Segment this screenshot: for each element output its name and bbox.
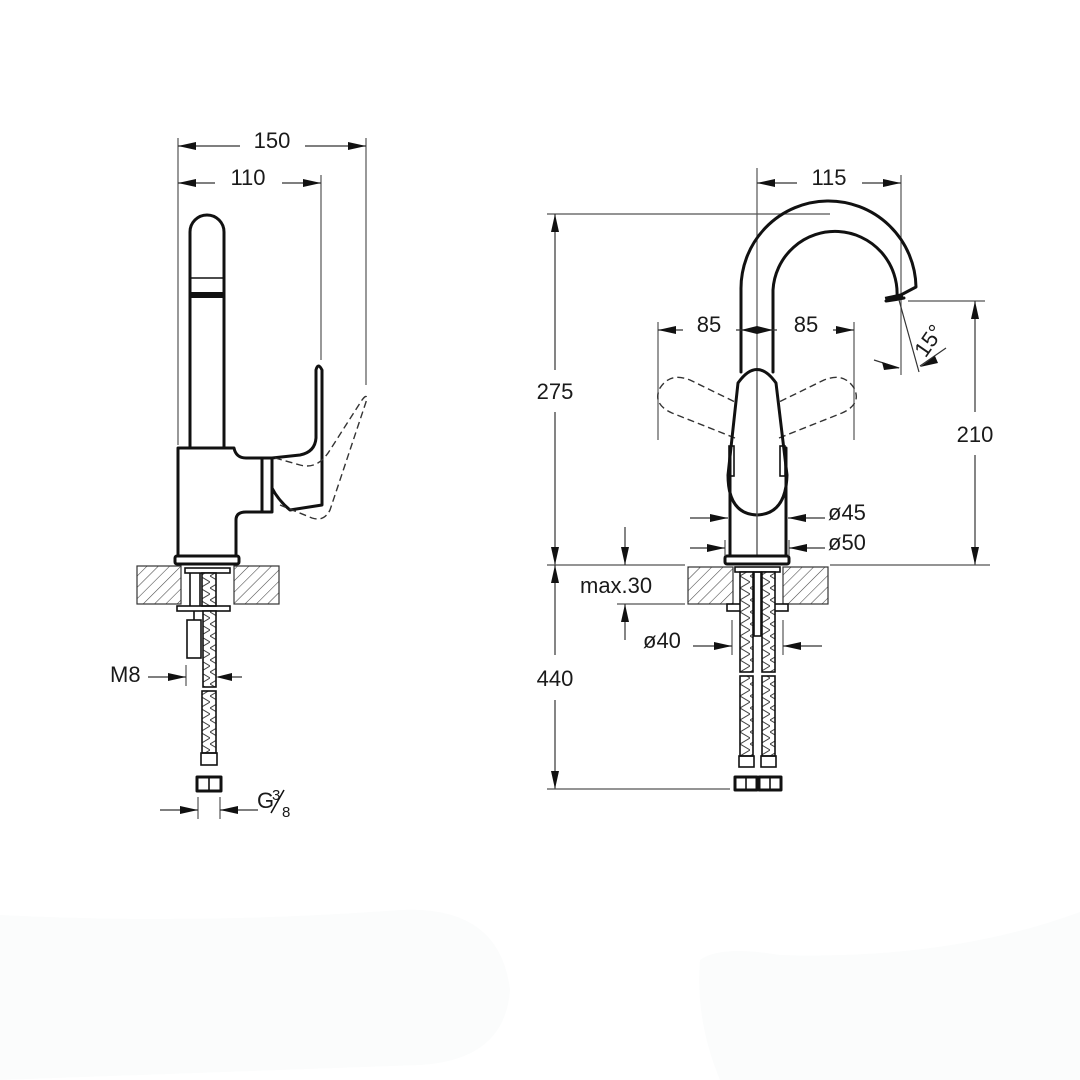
- body-front: [728, 446, 788, 558]
- dim-m8: M8: [110, 662, 242, 687]
- dim-outlet-height: 210: [908, 300, 994, 565]
- countertop-side-right: [233, 565, 280, 605]
- countertop-front-right: [782, 566, 829, 605]
- countertop-front-left: [687, 566, 734, 605]
- dim-lever-rotation: 85 85: [657, 312, 855, 440]
- lever-side: [270, 364, 324, 512]
- label-m8: M8: [110, 662, 141, 687]
- dim-g3-8: G 3 8: [160, 787, 290, 821]
- label-dia-40: ø40: [643, 628, 681, 653]
- lever-right-position: [778, 376, 857, 439]
- label-dia-50: ø50: [828, 530, 866, 555]
- dim-body-diameters: ø45 ø50: [690, 500, 866, 556]
- label-g: G: [257, 788, 274, 813]
- lever-left-position: [657, 376, 736, 439]
- label-440: 440: [537, 666, 574, 691]
- dim-spout-angle: 15°: [873, 299, 949, 373]
- background-wash: [0, 909, 1080, 1080]
- dim-overall-depth: 150: [177, 128, 367, 445]
- countertop-side-left: [136, 565, 182, 605]
- dim-mounting-hole: ø40: [643, 620, 822, 655]
- dim-hose-length: 440: [537, 565, 730, 790]
- label-150: 150: [254, 128, 291, 153]
- supply-hose-right: [761, 571, 776, 673]
- supply-hose-side: [202, 610, 217, 688]
- label-210: 210: [957, 422, 994, 447]
- label-85-left: 85: [697, 312, 721, 337]
- dim-spout-reach: 115: [757, 165, 902, 375]
- spout-side: [188, 213, 226, 450]
- spout-front: [739, 199, 918, 374]
- label-g-den: 8: [282, 804, 290, 821]
- side-view: 150 110: [110, 128, 368, 821]
- label-275: 275: [537, 379, 574, 404]
- label-115: 115: [811, 165, 846, 190]
- body-side: [176, 446, 274, 558]
- label-g-num: 3: [272, 787, 280, 804]
- label-max-30: max.30: [580, 573, 652, 598]
- dim-spout-depth: 110: [178, 165, 322, 360]
- dim-countertop-thickness: max.30: [580, 527, 685, 640]
- label-85-right: 85: [794, 312, 818, 337]
- label-15-deg: 15°: [909, 320, 949, 362]
- lever-side-open: [274, 395, 368, 520]
- supply-hose-left: [739, 571, 754, 673]
- lever-front: [726, 368, 789, 517]
- front-view: 115 275 85 85: [537, 165, 994, 792]
- label-dia-45: ø45: [828, 500, 866, 525]
- label-110: 110: [230, 165, 265, 190]
